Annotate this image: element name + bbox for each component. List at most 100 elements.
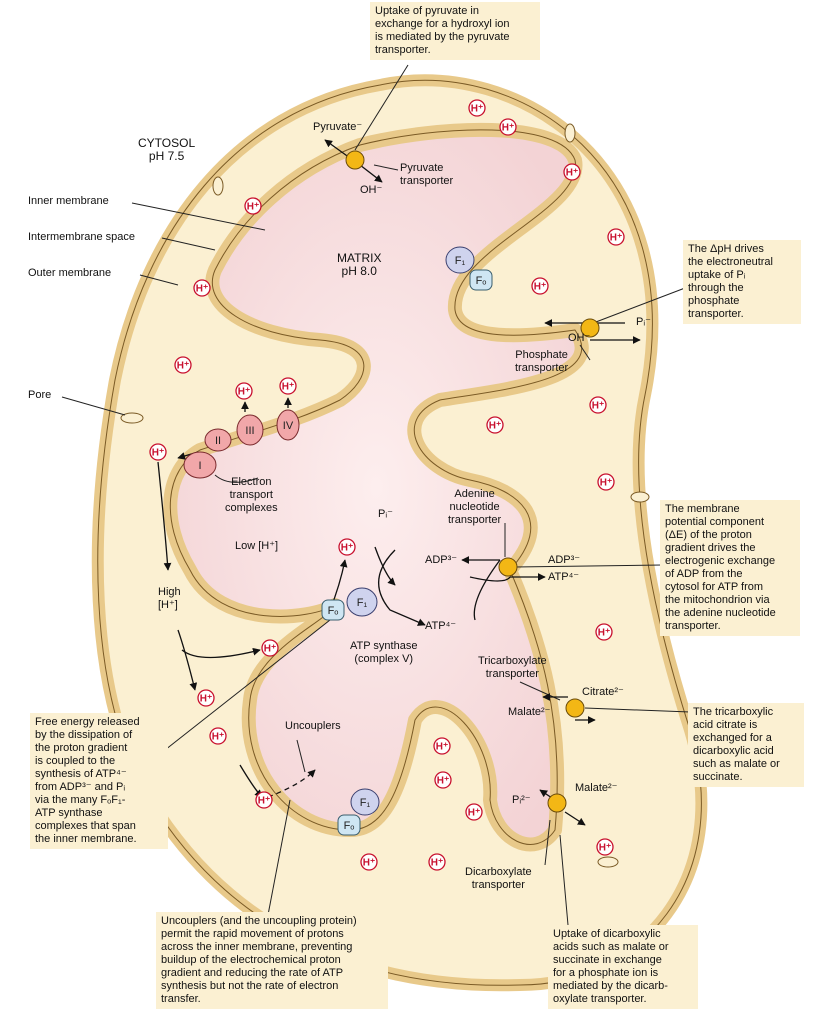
svg-text:H⁺: H⁺ — [489, 421, 502, 432]
pyruvate-label: Pyruvate⁻ — [313, 121, 363, 133]
pore — [564, 123, 576, 143]
phosphate-transporter-icon — [580, 318, 600, 338]
complex-ii-icon — [204, 428, 232, 452]
h-ion-icon: H⁺ — [193, 279, 211, 297]
h-ion-icon: H⁺ — [434, 771, 452, 789]
electron-transport-complexes: I II III IV — [183, 409, 300, 479]
svg-text:F₁: F₁ — [455, 255, 466, 267]
svg-text:H⁺: H⁺ — [282, 382, 295, 393]
malate-in-label: Malate²⁻ — [508, 706, 551, 718]
complex-i-label: I — [198, 460, 201, 472]
h-ion-icon: H⁺ — [428, 853, 446, 871]
svg-text:H⁺: H⁺ — [534, 282, 547, 293]
svg-text:H⁺: H⁺ — [212, 732, 225, 743]
f1-icon — [346, 587, 378, 617]
svg-text:H⁺: H⁺ — [599, 843, 612, 854]
atp-synthase-unit: F₁ Fₒ — [445, 246, 493, 291]
h-ion-icon: H⁺ — [279, 377, 297, 395]
pore-label: Pore — [28, 389, 52, 401]
complex-i-icon — [183, 451, 217, 479]
svg-text:H⁺: H⁺ — [177, 361, 190, 372]
h-ion-icon: H⁺ — [244, 197, 262, 215]
pyruvate-transporter-icon — [345, 150, 365, 170]
h-ion-icon: H⁺ — [197, 689, 215, 707]
svg-text:H⁺: H⁺ — [200, 694, 213, 705]
pore — [630, 491, 650, 503]
svg-text:H⁺: H⁺ — [592, 401, 605, 412]
h-ion-icon: H⁺ — [255, 791, 273, 809]
h-ion-icon: H⁺ — [486, 416, 504, 434]
h-ion-icon: H⁺ — [149, 443, 167, 461]
h-ion-icon: H⁺ — [596, 838, 614, 856]
malate-out-label: Malate²⁻ — [575, 782, 618, 794]
svg-text:H⁺: H⁺ — [238, 387, 251, 398]
h-ion-icon: H⁺ — [338, 538, 356, 556]
f1-icon — [445, 246, 475, 274]
h-ion-icon: H⁺ — [563, 163, 581, 181]
atp-synthase-unit: F₁ Fₒ — [337, 788, 380, 836]
svg-text:H⁺: H⁺ — [468, 808, 481, 819]
h-ion-icon: H⁺ — [174, 356, 192, 374]
svg-text:Fₒ: Fₒ — [344, 820, 355, 832]
pore — [597, 856, 619, 868]
svg-text:H⁺: H⁺ — [363, 858, 376, 869]
uncouplers-label: Uncouplers — [285, 720, 341, 732]
phosphate-matrix-label: Pᵢ⁻ — [378, 508, 393, 520]
adp-matrix-label: ADP³⁻ — [425, 554, 458, 566]
complex-iii-icon — [236, 414, 264, 446]
h-ion-icon: H⁺ — [589, 396, 607, 414]
low-h-label: Low [H⁺] — [235, 540, 279, 552]
adenine-nucleotide-transporter-icon — [498, 557, 518, 577]
pore — [212, 176, 224, 196]
svg-text:H⁺: H⁺ — [471, 104, 484, 115]
svg-text:Fₒ: Fₒ — [328, 605, 339, 617]
svg-text:H⁺: H⁺ — [247, 202, 260, 213]
f1-icon — [350, 788, 380, 816]
complex-iii-label: III — [245, 425, 254, 437]
fo-icon — [337, 814, 361, 836]
complex-ii-label: II — [215, 435, 221, 447]
h-ion-icon: H⁺ — [499, 118, 517, 136]
svg-text:H⁺: H⁺ — [264, 644, 277, 655]
citrate-label: Citrate²⁻ — [582, 686, 624, 698]
h-ion-icon: H⁺ — [261, 639, 279, 657]
high-h-label: High[H⁺] — [158, 586, 181, 611]
inner-membrane-label: Inner membrane — [28, 195, 109, 207]
outer-membrane-label: Outer membrane — [28, 267, 112, 279]
svg-text:H⁺: H⁺ — [152, 448, 165, 459]
svg-text:H⁺: H⁺ — [610, 233, 623, 244]
h-ion-icon: H⁺ — [465, 803, 483, 821]
tricarboxylate-transporter-icon — [565, 698, 585, 718]
h-ion-icon: H⁺ — [433, 737, 451, 755]
h-ion-icon: H⁺ — [235, 382, 253, 400]
adp-out-label: ADP³⁻ — [548, 554, 581, 566]
pointer-lines — [61, 64, 691, 926]
svg-text:Fₒ: Fₒ — [476, 275, 487, 287]
complex-iv-label: IV — [283, 420, 294, 432]
h-ion-icon: H⁺ — [531, 277, 549, 295]
phosphate-out-label: Pᵢ⁻ — [636, 316, 651, 328]
dicarboxylate-transporter-icon — [547, 793, 567, 813]
svg-text:H⁺: H⁺ — [566, 168, 579, 179]
phosphate-lower-label: Pᵢ²⁻ — [512, 794, 531, 806]
h-ion-icon: H⁺ — [595, 623, 613, 641]
svg-text:H⁺: H⁺ — [600, 478, 613, 489]
h-ion-icon: H⁺ — [607, 228, 625, 246]
svg-text:H⁺: H⁺ — [196, 284, 209, 295]
pore — [120, 412, 144, 424]
svg-text:H⁺: H⁺ — [431, 858, 444, 869]
h-ion-icon: H⁺ — [209, 727, 227, 745]
